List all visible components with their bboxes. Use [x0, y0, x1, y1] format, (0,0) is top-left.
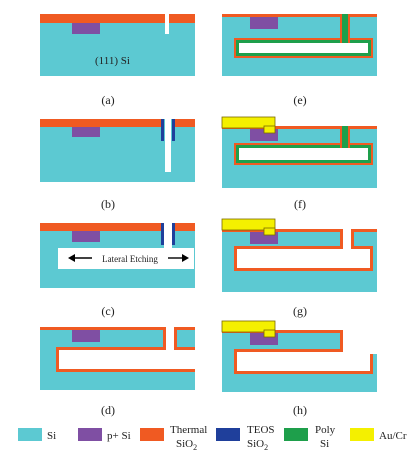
caption-f: (f) — [294, 197, 306, 211]
thermal-oxide — [169, 14, 195, 23]
legend-item-teos-sio2: TEOS SiO2 — [216, 424, 275, 452]
legend-swatch-au-cr — [350, 428, 374, 441]
thermal-oxide — [40, 14, 165, 23]
legend-label-thermal-sio2: SiO2 — [176, 438, 197, 452]
teos-sidewall — [161, 119, 164, 141]
legend-item-p-si: p+ Si — [78, 428, 131, 442]
thermal-oxide — [222, 229, 343, 232]
au-cr-pad — [221, 320, 276, 333]
trench — [165, 119, 171, 172]
legend-swatch-thermal-sio2 — [140, 428, 164, 441]
released-opening — [343, 330, 377, 354]
thermal-oxide — [222, 14, 377, 17]
trench-oxide — [340, 330, 343, 352]
lateral-etching-label: Lateral Etching — [102, 254, 158, 264]
panel-c: Lateral Etching (c) — [40, 223, 195, 318]
legend-label-poly: Poly — [315, 424, 336, 436]
substrate-label: (111) Si — [95, 55, 130, 67]
thermal-oxide — [222, 330, 343, 333]
thermal-oxide — [174, 327, 195, 330]
trench — [164, 223, 172, 248]
lateral-cavity — [58, 248, 194, 269]
panel-h: (h) — [221, 320, 377, 417]
caption-b: (b) — [101, 197, 115, 211]
thermal-oxide — [163, 327, 166, 350]
p-plus-si — [72, 231, 100, 242]
teos-sidewall — [161, 223, 164, 245]
cavity — [59, 350, 195, 369]
caption-c: (c) — [101, 304, 114, 318]
si-substrate — [40, 14, 195, 76]
legend-label-p-si: p+ Si — [107, 430, 131, 442]
legend-item-si: Si — [18, 428, 56, 442]
au-cr-contact — [263, 227, 276, 236]
panel-b: (b) — [40, 119, 195, 211]
legend-item-thermal-sio2: Thermal SiO2 — [140, 424, 207, 452]
legend-swatch-si — [18, 428, 42, 441]
poly-si-plug — [342, 126, 348, 148]
poly-si-plug — [342, 14, 348, 43]
trench-oxide — [340, 229, 343, 249]
p-plus-si — [72, 23, 100, 34]
thermal-oxide — [174, 327, 177, 350]
thermal-oxide — [175, 223, 195, 231]
trench — [165, 14, 169, 34]
etch-arrow-left-icon — [68, 254, 92, 262]
panel-e: (e) — [222, 14, 377, 107]
au-cr-pad — [221, 116, 276, 129]
legend-swatch-teos-sio2 — [216, 428, 240, 441]
teos-sidewall — [172, 119, 175, 141]
p-plus-si — [72, 330, 100, 342]
caption-g: (g) — [293, 304, 307, 318]
cavity — [237, 352, 370, 371]
thermal-oxide — [175, 119, 195, 127]
panel-g: (g) — [221, 218, 377, 318]
etch-arrow-right-icon — [168, 254, 189, 262]
panel-f: (f) — [221, 116, 377, 211]
thermal-oxide — [40, 119, 161, 127]
legend-label-si: Si — [47, 430, 56, 442]
au-cr-pad — [221, 218, 276, 231]
thermal-oxide — [351, 229, 377, 232]
caption-e: (e) — [293, 93, 306, 107]
legend-label-au-cr: Au/Cr — [379, 430, 407, 442]
thermal-oxide — [222, 126, 377, 129]
cavity — [239, 43, 368, 53]
legend-swatch-p-si — [78, 428, 102, 441]
caption-a: (a) — [101, 93, 114, 107]
trench — [166, 327, 174, 352]
teos-sidewall — [172, 223, 175, 245]
thermal-oxide — [40, 327, 166, 330]
cavity — [239, 148, 368, 160]
legend-label-poly-si: Si — [320, 438, 329, 450]
au-cr-contact — [263, 125, 276, 134]
panel-a: (111) Si (a) — [40, 14, 195, 107]
legend-item-au-cr: Au/Cr — [350, 428, 407, 442]
legend: Si p+ Si Thermal SiO2 TEOS SiO2 Poly Si … — [18, 424, 407, 452]
legend-label-teos: TEOS — [247, 424, 275, 436]
trench-oxide — [351, 229, 354, 249]
legend-label-teos-sio2: SiO2 — [247, 438, 268, 452]
p-plus-si — [250, 17, 278, 29]
thermal-oxide — [40, 223, 161, 231]
legend-label-thermal: Thermal — [170, 424, 207, 436]
legend-swatch-poly-si — [284, 428, 308, 441]
panel-d: (d) — [40, 327, 195, 417]
legend-item-poly-si: Poly Si — [284, 424, 336, 450]
trench — [343, 229, 351, 251]
caption-d: (d) — [101, 403, 115, 417]
cavity — [237, 249, 370, 268]
caption-h: (h) — [293, 403, 307, 417]
au-cr-contact — [263, 329, 276, 338]
p-plus-si — [72, 127, 100, 137]
